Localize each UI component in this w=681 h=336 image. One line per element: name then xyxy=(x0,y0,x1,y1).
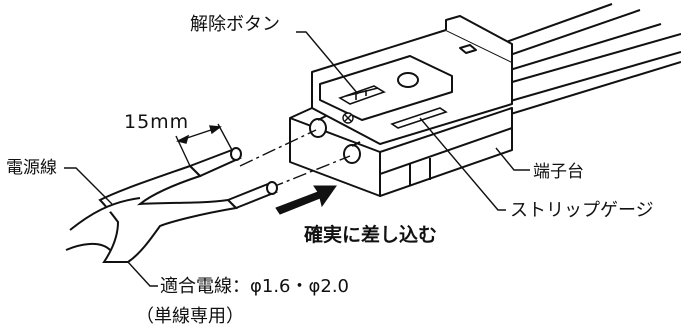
stripped-conductors xyxy=(188,147,278,210)
terminal-block xyxy=(289,15,513,197)
dimension-15mm xyxy=(175,123,233,167)
power-wire xyxy=(65,164,239,263)
power-wire-label: 電源線 xyxy=(6,158,57,178)
strip-length-label: 15mm xyxy=(124,111,190,133)
insertion-guide-lines xyxy=(239,129,351,189)
strip-gauge xyxy=(390,107,448,129)
leader-lines xyxy=(64,31,530,287)
insertion-holes xyxy=(309,115,361,164)
compatible-wire-label: 適合電線：φ1.6・φ2.0 xyxy=(160,276,349,297)
strip-gauge-label: ストリップゲージ xyxy=(510,200,654,221)
release-button[interactable] xyxy=(338,85,386,105)
release-button-label: 解除ボタン xyxy=(190,14,280,35)
single-wire-only-label: （単線専用） xyxy=(136,306,244,327)
terminal-block-label: 端子台 xyxy=(533,162,584,182)
cross-screw-icon xyxy=(342,112,354,124)
insert-instruction-label: 確実に差し込む xyxy=(304,224,438,246)
arrow-right-icon xyxy=(275,185,337,215)
